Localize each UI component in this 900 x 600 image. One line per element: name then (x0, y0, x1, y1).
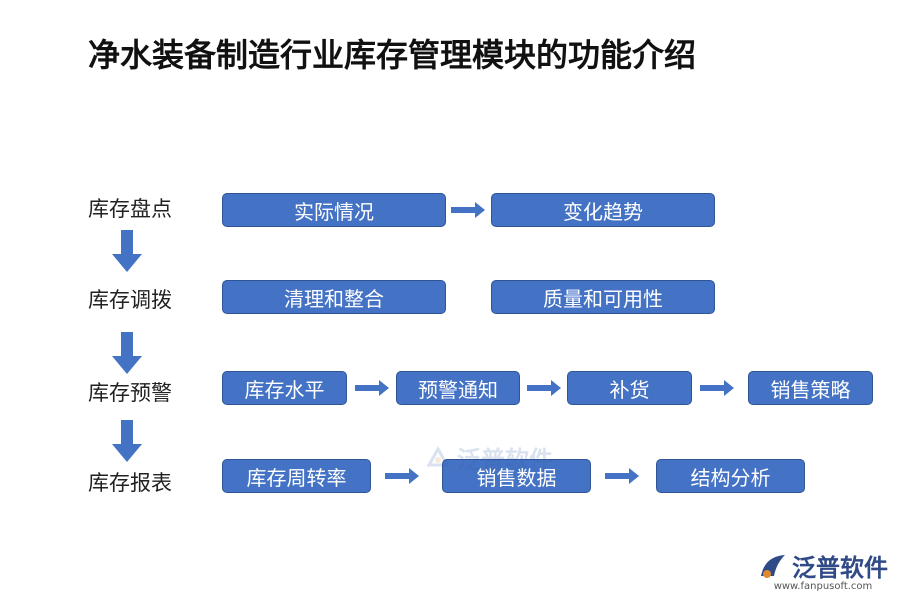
down-arrow-icon (112, 332, 142, 374)
brand-logo: 泛普软件 www.fanpusoft.com (758, 548, 888, 592)
box-change-trend: 变化趋势 (491, 193, 715, 227)
right-arrow-icon (527, 380, 561, 396)
brand-name: 泛普软件 (792, 554, 888, 582)
box-structure-analysis: 结构分析 (656, 459, 805, 493)
right-arrow-icon (605, 468, 639, 484)
row-label-inventory-report: 库存报表 (88, 471, 172, 495)
box-cleanup-integration: 清理和整合 (222, 280, 446, 314)
right-arrow-icon (451, 202, 485, 218)
box-warning-notice: 预警通知 (396, 371, 520, 405)
row-label-inventory-count: 库存盘点 (88, 197, 172, 221)
brand-url: www.fanpusoft.com (773, 581, 873, 592)
down-arrow-icon (112, 230, 142, 272)
watermark-text: 泛普软件 (457, 446, 553, 474)
down-arrow-icon (112, 420, 142, 462)
box-sales-data: 销售数据 (442, 459, 591, 493)
box-inventory-level: 库存水平 (222, 371, 347, 405)
box-quality-availability: 质量和可用性 (491, 280, 715, 314)
box-replenishment: 补货 (567, 371, 692, 405)
box-turnover-rate: 库存周转率 (222, 459, 371, 493)
right-arrow-icon (700, 380, 734, 396)
row-label-inventory-warning: 库存预警 (88, 381, 172, 405)
row-label-inventory-transfer: 库存调拨 (88, 288, 172, 312)
page-title: 净水装备制造行业库存管理模块的功能介绍 (88, 36, 697, 74)
right-arrow-icon (355, 380, 389, 396)
watermark: 泛普软件 (425, 440, 553, 475)
right-arrow-icon (385, 468, 419, 484)
box-sales-strategy: 销售策略 (748, 371, 873, 405)
logo-icon (426, 445, 450, 466)
box-actual-situation: 实际情况 (222, 193, 446, 227)
logo-icon (761, 554, 785, 578)
